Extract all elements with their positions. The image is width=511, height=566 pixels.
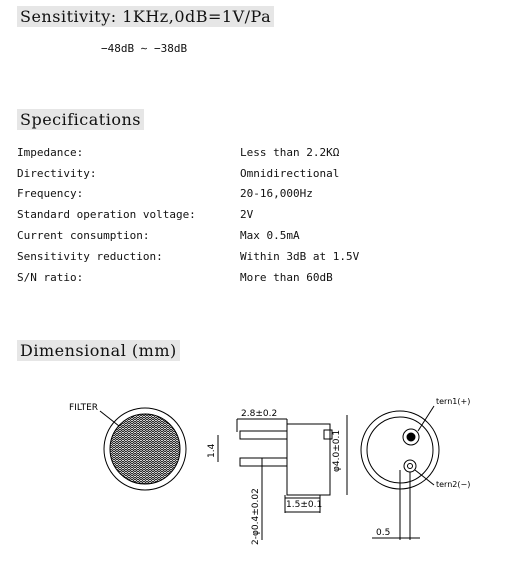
- spec-label: Impedance:: [17, 146, 84, 159]
- rear-view: tern1(+) tern2(−) 0.5: [360, 397, 470, 540]
- front-outer-circle: [103, 407, 187, 491]
- dimensional-heading: Dimensional (mm): [17, 340, 180, 361]
- filter-mesh: [109, 413, 181, 485]
- term1-leader: [417, 405, 435, 432]
- term1-label: tern1(+): [436, 397, 470, 406]
- length-label: 2.8±0.2: [241, 409, 277, 419]
- sensitivity-heading: Sensitivity: 1KHz,0dB=1V/Pa: [17, 6, 275, 27]
- side-capsule: [323, 429, 333, 440]
- term2-pad: [403, 459, 417, 473]
- spec-row-current: Current consumption: Max 0.5mA: [17, 229, 477, 249]
- dimensional-drawing: FILTER 2.8±0.2 1.4 φ4.0±0.1 1.5±0.1 2-φ0…: [69, 397, 470, 545]
- term2-pin: [407, 463, 413, 469]
- pin-bottom: [239, 457, 288, 467]
- spec-value: More than 60dB: [240, 271, 333, 284]
- spec-label: Current consumption:: [17, 229, 150, 242]
- spec-value: Less than 2.2KΩ: [240, 146, 340, 159]
- term2-label: tern2(−): [436, 480, 470, 489]
- spec-label: S/N ratio:: [17, 271, 84, 284]
- spec-value: Max 0.5mA: [240, 229, 300, 242]
- spec-value: Within 3dB at 1.5V: [240, 250, 360, 263]
- filter-label: FILTER: [69, 403, 98, 413]
- spec-label: Directivity:: [17, 167, 97, 180]
- pin-top: [239, 430, 288, 440]
- term1-pin: [406, 432, 416, 442]
- diameter-label: φ4.0±0.1: [332, 430, 342, 472]
- side-view: 2.8±0.2 1.4 φ4.0±0.1 1.5±0.1 2-φ0.4±0.02: [207, 409, 348, 545]
- term2-leader: [414, 469, 435, 486]
- pin-dia-label: 2-φ0.4±0.02: [251, 488, 261, 545]
- specifications-heading: Specifications: [17, 109, 144, 130]
- term1-pad: [402, 428, 420, 446]
- front-view: FILTER: [69, 403, 187, 491]
- spec-label: Standard operation voltage:: [17, 208, 196, 221]
- spec-label: Sensitivity reduction:: [17, 250, 163, 263]
- spec-value: 20-16,000Hz: [240, 187, 313, 200]
- sensitivity-range: −48dB ∼ −38dB: [101, 42, 188, 55]
- spec-value: 2V: [240, 208, 254, 221]
- filter-leader: [99, 410, 120, 427]
- pin-spacing-label: 1.4: [207, 443, 217, 458]
- spec-row-frequency: Frequency: 20-16,000Hz: [17, 187, 477, 207]
- spec-row-sensitivity-reduction: Sensitivity reduction: Within 3dB at 1.5…: [17, 250, 477, 270]
- spec-row-voltage: Standard operation voltage: 2V: [17, 208, 477, 228]
- spec-row-directivity: Directivity: Omnidirectional: [17, 167, 477, 187]
- height-label: 1.5±0.1: [286, 500, 322, 510]
- spec-row-sn-ratio: S/N ratio: More than 60dB: [17, 271, 477, 291]
- offset-label: 0.5: [376, 528, 390, 538]
- spec-label: Frequency:: [17, 187, 84, 200]
- spec-value: Omnidirectional: [240, 167, 340, 180]
- spec-row-impedance: Impedance: Less than 2.2KΩ: [17, 146, 477, 166]
